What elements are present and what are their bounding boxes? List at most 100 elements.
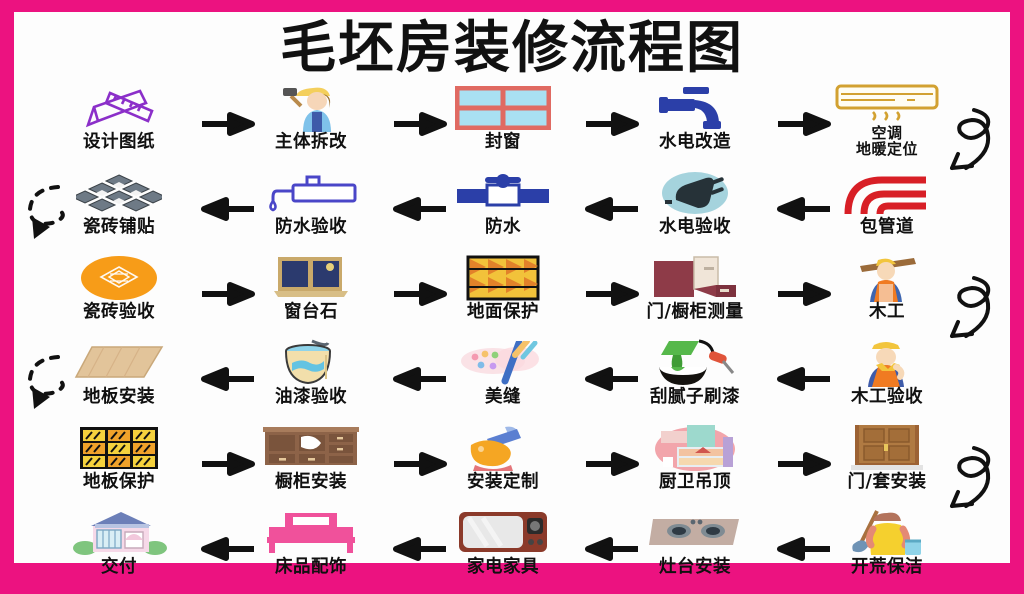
arrow-right xyxy=(776,112,832,136)
flow-step-waterproof-check[interactable]: 防水验收 xyxy=(236,169,386,254)
arrow-right xyxy=(200,282,256,306)
curl-arrow-down-left xyxy=(944,104,1004,178)
step-label: 防水验收 xyxy=(275,217,347,237)
arrow-right xyxy=(776,452,832,476)
page-title: 毛坯房装修流程图 xyxy=(280,16,744,81)
cabinet-measure-icon xyxy=(640,254,750,302)
flow-step-kitchen-ceiling[interactable]: 厨卫吊顶 xyxy=(620,424,770,509)
arrow-right xyxy=(392,282,448,306)
kitchen-ceiling-icon xyxy=(640,424,750,472)
step-label: 开荒保洁 xyxy=(851,557,923,577)
arrow-left xyxy=(392,537,448,561)
arrow-right xyxy=(584,112,640,136)
waterproof-check-icon xyxy=(256,169,366,217)
flow-step-putty-painting[interactable]: 刮腻子刷漆 xyxy=(620,339,770,424)
flow-step-electric-check[interactable]: 水电验收 xyxy=(620,169,770,254)
flow-step-demolition[interactable]: 主体拆改 xyxy=(236,84,386,169)
flow-step-cupboard-install[interactable]: 橱柜安装 xyxy=(236,424,386,509)
flow-step-pipe-wrap[interactable]: 包管道 xyxy=(812,169,962,254)
flow-row-5: 地板保护 xyxy=(14,424,1010,509)
flow-step-floorboard-install[interactable]: 地板安装 xyxy=(44,339,194,424)
arrow-right xyxy=(200,112,256,136)
step-label: 水电改造 xyxy=(659,132,731,152)
step-label: 地面保护 xyxy=(467,302,539,322)
flow-row-1: 设计图纸 主体拆改 xyxy=(14,84,1010,170)
television-icon xyxy=(448,509,558,557)
floorboard-icon xyxy=(64,339,174,387)
flow-row-4: 地板安装 油漆验收 xyxy=(14,339,1010,424)
arrow-left xyxy=(584,197,640,221)
arrow-left xyxy=(200,537,256,561)
step-label: 安装定制 xyxy=(467,472,539,492)
valve-icon xyxy=(448,169,558,217)
flow-step-floor-cover[interactable]: 地板保护 xyxy=(44,424,194,509)
step-label: 橱柜安装 xyxy=(275,472,347,492)
house-icon xyxy=(64,509,174,557)
flow-step-carpentry[interactable]: 木工 xyxy=(812,254,962,339)
tile-accept-icon xyxy=(64,254,174,302)
step-label: 油漆验收 xyxy=(275,387,347,407)
air-conditioner-icon xyxy=(832,84,942,124)
arrow-left xyxy=(392,197,448,221)
flow-step-paint-check[interactable]: 油漆验收 xyxy=(236,339,386,424)
flow-step-tile-acceptance[interactable]: 瓷砖验收 xyxy=(44,254,194,339)
flow-step-design-drawing[interactable]: 设计图纸 xyxy=(44,84,194,169)
flow-row-3: 瓷砖验收 窗台石 xyxy=(14,254,1010,339)
cleaning-person-icon xyxy=(832,509,942,557)
flow-step-plumbing-electric[interactable]: 水电改造 xyxy=(620,84,770,169)
step-label: 木工 xyxy=(869,302,905,322)
flow-step-carpentry-check[interactable]: 木工验收 xyxy=(812,339,962,424)
flow-step-cabinet-measure[interactable]: 门/橱柜测量 xyxy=(620,254,770,339)
power-plug-icon xyxy=(640,169,750,217)
arrow-left xyxy=(200,367,256,391)
step-label: 门/套安装 xyxy=(847,472,927,492)
flow-step-custom-install[interactable]: 安装定制 xyxy=(428,424,578,509)
flow-step-tiling[interactable]: 瓷砖铺贴 xyxy=(44,169,194,254)
curl-arrow-down-left xyxy=(944,442,1004,516)
arrow-left xyxy=(584,537,640,561)
step-label: 瓷砖铺贴 xyxy=(83,217,155,237)
arrow-right xyxy=(776,282,832,306)
step-label: 门/橱柜测量 xyxy=(646,302,744,322)
step-label: 地板保护 xyxy=(83,472,155,492)
palette-brush-icon xyxy=(448,339,558,387)
tile-grid-icon xyxy=(64,169,174,217)
flow-step-bedding-decor[interactable]: 床品配饰 xyxy=(236,509,386,594)
flow-step-appliances-furniture[interactable]: 家电家具 xyxy=(428,509,578,594)
flow-step-handover[interactable]: 交付 xyxy=(44,509,194,594)
flow-step-stove-install[interactable]: 灶台安装 xyxy=(620,509,770,594)
stove-icon xyxy=(640,509,750,557)
arrow-left xyxy=(776,197,832,221)
floor-protect-icon xyxy=(448,254,558,302)
cupboard-icon xyxy=(256,424,366,472)
flow-step-window-sill[interactable]: 窗台石 xyxy=(236,254,386,339)
dashed-arrow-down xyxy=(10,353,84,427)
arrow-right xyxy=(584,282,640,306)
step-label: 防水 xyxy=(485,217,521,237)
flow-step-floor-protection[interactable]: 地面保护 xyxy=(428,254,578,339)
step-label: 水电验收 xyxy=(659,217,731,237)
step-label: 窗台石 xyxy=(284,302,338,322)
carpenter-check-icon xyxy=(832,339,942,387)
step-label: 床品配饰 xyxy=(275,557,347,577)
flow-step-waterproofing[interactable]: 防水 xyxy=(428,169,578,254)
step-label: 厨卫吊顶 xyxy=(659,472,731,492)
paint-bucket-icon xyxy=(256,339,366,387)
flow-step-ac-position[interactable]: 空调 地暖定位 xyxy=(812,84,962,169)
step-label: 封窗 xyxy=(485,132,521,152)
flow-step-deep-cleaning[interactable]: 开荒保洁 xyxy=(812,509,962,594)
arrow-right xyxy=(392,112,448,136)
step-label: 家电家具 xyxy=(467,557,539,577)
step-label: 美缝 xyxy=(485,387,521,407)
flow-step-window-seal[interactable]: 封窗 xyxy=(428,84,578,169)
arrow-right xyxy=(584,452,640,476)
arrow-right xyxy=(200,452,256,476)
flow-step-door-install[interactable]: 门/套安装 xyxy=(812,424,962,509)
step-label: 灶台安装 xyxy=(659,557,731,577)
step-label: 主体拆改 xyxy=(275,132,347,152)
flow-step-grout-beautify[interactable]: 美缝 xyxy=(428,339,578,424)
pipe-wrap-icon xyxy=(832,169,942,217)
carpenter-icon xyxy=(832,254,942,302)
faucet-pipe-icon xyxy=(640,84,750,132)
poster-frame: 毛坯房装修流程图 设计图纸 xyxy=(14,12,1010,577)
